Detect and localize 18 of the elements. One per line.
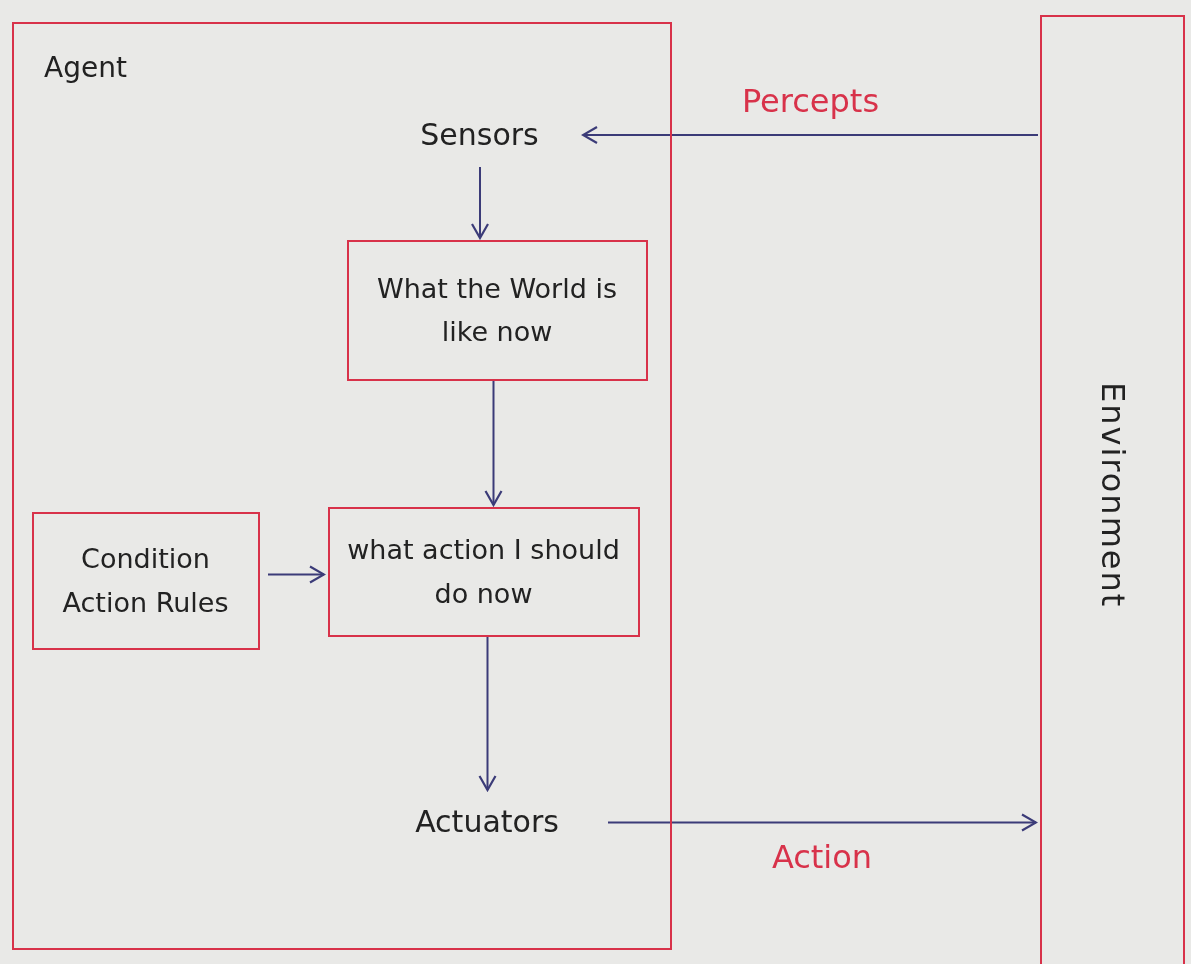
arrow xyxy=(484,380,503,507)
arrow xyxy=(607,813,1038,832)
arrow xyxy=(478,636,497,792)
process-box xyxy=(31,511,260,650)
node-text: Environment xyxy=(1093,381,1134,609)
node-text: what action I should do now xyxy=(346,533,621,611)
node-text: What the World is like now xyxy=(376,271,618,349)
agent-frame xyxy=(12,22,672,950)
arrow xyxy=(581,125,1039,145)
node-text: Condition Action Rules xyxy=(61,542,230,620)
process-box xyxy=(346,239,648,381)
process-box xyxy=(327,506,640,637)
arrow xyxy=(267,565,326,584)
arrow xyxy=(470,166,490,240)
frame-title: Agent xyxy=(44,50,127,86)
node-label: Actuators xyxy=(374,799,600,845)
environment-band xyxy=(1040,15,1185,964)
node-label: Sensors xyxy=(384,114,575,155)
